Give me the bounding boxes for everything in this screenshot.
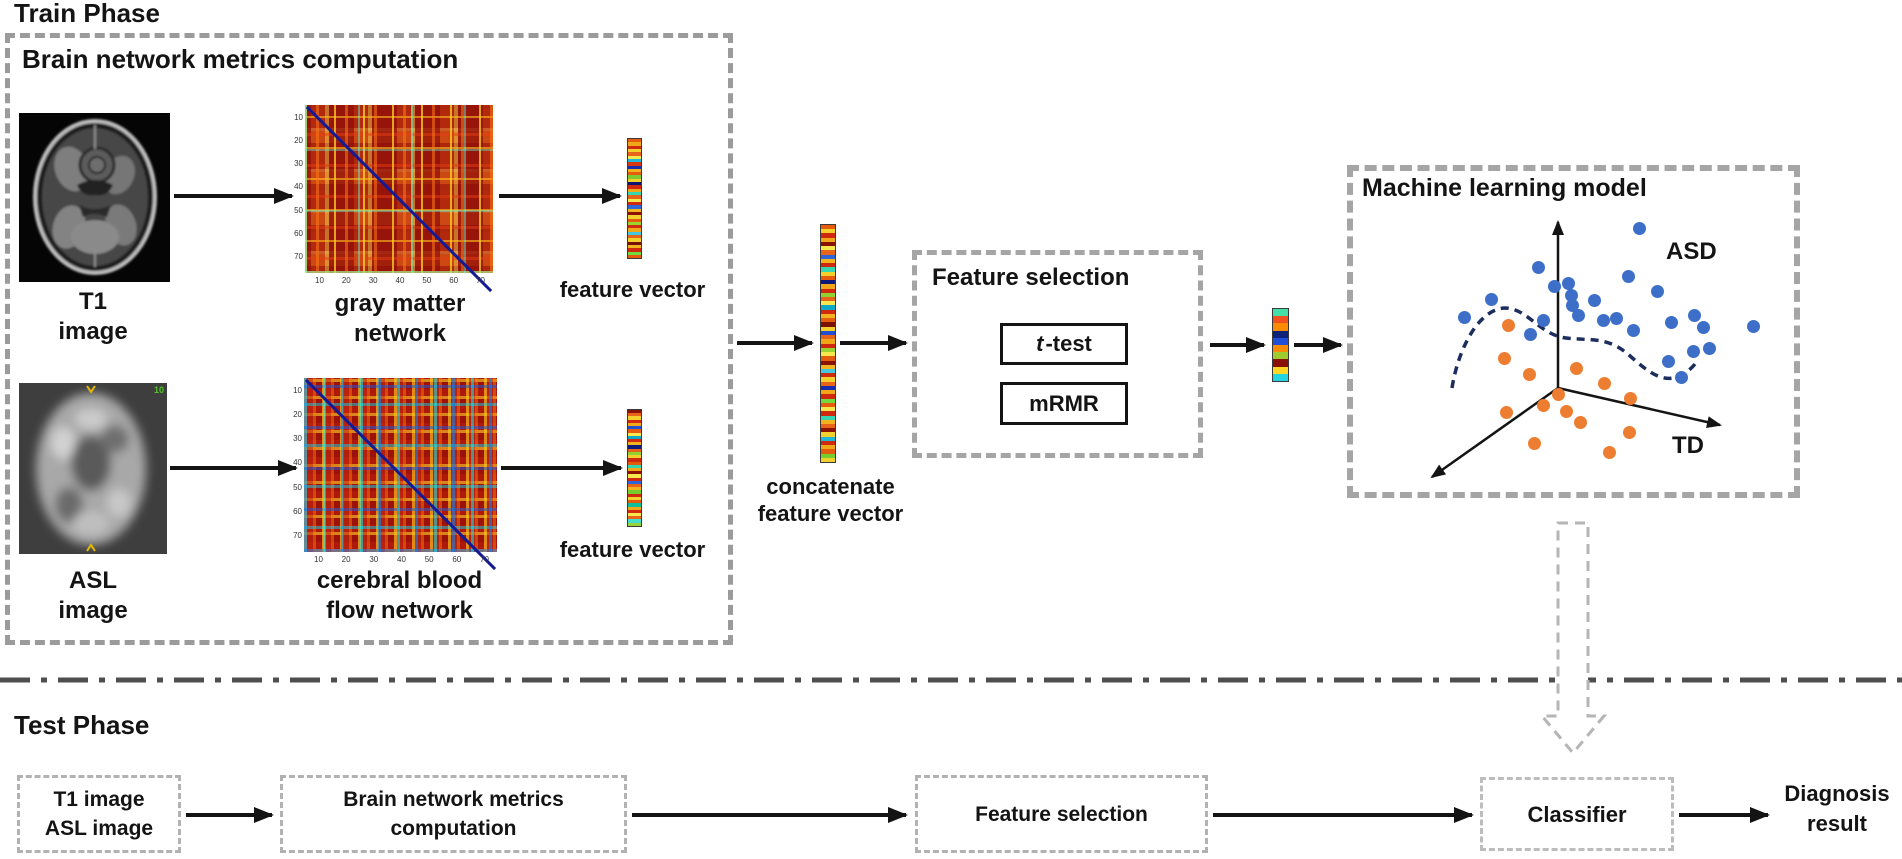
asd-class-label: ASD (1666, 238, 1717, 265)
asl-image-label: ASL image (58, 567, 128, 624)
feature-vector-1 (627, 138, 642, 259)
machine-learning-model-box (1347, 165, 1800, 498)
feature-vector-2 (627, 409, 642, 527)
concatenate-feature-vector (820, 224, 836, 463)
t1-brain-image (19, 113, 170, 282)
feature-selection-box (912, 250, 1203, 458)
gray-matter-network-label: gray matter network (334, 290, 466, 347)
train-phase-title: Train Phase (14, 0, 160, 28)
cbf-network-label: cerebral blood flow network (316, 567, 483, 624)
cbf-diagonal (304, 378, 497, 571)
machine-learning-model-title: Machine learning model (1362, 174, 1647, 202)
cbf-heatmap (304, 378, 497, 552)
feature-vector-1-label: feature vector (559, 277, 706, 302)
asl-bottom-marker (86, 543, 96, 552)
gray-matter-diagonal (305, 105, 493, 293)
asl-top-marker (86, 385, 96, 394)
classifier-box: Classifier (1480, 777, 1674, 851)
asl-overlay-tick: 10 (153, 385, 164, 395)
brain-network-metrics-box (5, 33, 733, 645)
model-to-classifier-arrow (1538, 521, 1608, 756)
mrmr-label: mRMR (1029, 390, 1099, 416)
concatenate-feature-vector-label: concatenate feature vector (757, 474, 904, 526)
selected-feature-vector (1272, 308, 1289, 382)
t-test-italic-t: t (1036, 331, 1044, 356)
brain-network-metrics-title: Brain network metrics computation (22, 44, 459, 74)
td-class-label: TD (1672, 432, 1704, 459)
t-test-rest: -test (1045, 331, 1092, 356)
feature-vector-2-label: feature vector (559, 537, 706, 562)
test-phase-title: Test Phase (14, 710, 150, 740)
diagnosis-result-label: Diagnosis result (1784, 781, 1890, 836)
t-test-box: t-test (1000, 323, 1128, 365)
gray-matter-heatmap (305, 105, 493, 273)
mrmr-box: mRMR (1000, 382, 1128, 425)
asl-brain-image: 10 (19, 383, 167, 554)
asl-brain-graphic (36, 385, 146, 552)
test-bnmc-box: Brain network metrics computation (280, 775, 627, 853)
test-feature-selection-box: Feature selection (915, 775, 1208, 853)
feature-selection-title: Feature selection (932, 264, 1130, 291)
t1-brain-graphic (33, 119, 157, 275)
t1-image-label: T1 image (58, 288, 128, 345)
test-input-box: T1 image ASL image (17, 775, 181, 853)
